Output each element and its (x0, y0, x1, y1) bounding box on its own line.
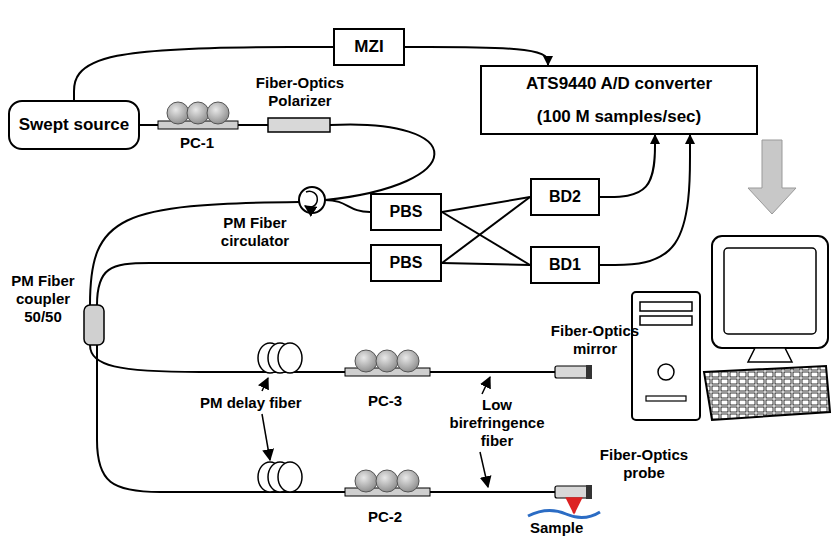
component-label: Fiber-Optics mirror (545, 322, 645, 358)
controller-paddle (397, 470, 419, 492)
box-text: PBS (390, 254, 423, 272)
fiber-connector (405, 47, 548, 65)
fiber-connector (600, 135, 655, 197)
detector-box: BD2 (530, 178, 600, 216)
fiber (97, 263, 370, 305)
beam-splitter-box: PBS (370, 244, 442, 282)
component-label: PC-2 (368, 508, 402, 526)
monitor-stand (748, 348, 792, 362)
component-label: Fiber-Optics Polarizer (250, 74, 350, 110)
probe-lens (586, 485, 592, 499)
fiber-connector (442, 197, 530, 212)
mirror-body (555, 366, 589, 378)
probe-body (555, 486, 589, 498)
leader-arrow (482, 377, 490, 394)
fiber (97, 345, 555, 492)
sample-surface (528, 510, 600, 517)
fiber (90, 202, 299, 305)
component-label: Low birefringence fiber (444, 396, 550, 450)
mirror-face (586, 365, 592, 379)
box-text: (100 M samples/sec) (537, 107, 701, 127)
box-text: BD2 (549, 188, 581, 206)
circulator-symbol (299, 187, 325, 213)
leader-arrow (262, 378, 268, 391)
monitor-frame (712, 236, 828, 348)
digitizer-box: ATS9440 A/D converter (100 M samples/sec) (480, 65, 758, 135)
computer-tower (632, 292, 700, 420)
drive-bay (640, 316, 692, 325)
power-button (658, 364, 674, 380)
controller-paddle (355, 350, 377, 372)
interferometer-box: MZI (333, 28, 405, 66)
drive-bay (640, 302, 692, 311)
component-label: Sample (530, 519, 583, 537)
controller-paddle (355, 470, 377, 492)
controller-paddle (376, 350, 398, 372)
leader-arrow (480, 452, 488, 487)
delay-coil (278, 343, 302, 373)
fiber-connector (600, 135, 690, 265)
beam-splitter-box: PBS (370, 193, 442, 231)
controller-paddle (397, 350, 419, 372)
fiber (325, 124, 434, 200)
coupler-body (84, 305, 104, 345)
component-label: PM Fiber coupler 50/50 (4, 272, 82, 326)
leader-arrow (262, 414, 270, 460)
fiber (90, 345, 555, 372)
detector-box: BD1 (530, 246, 600, 284)
light-source-box: Swept source (8, 100, 140, 150)
fiber-connector (442, 212, 530, 265)
circulator-arrow (305, 191, 317, 207)
component-label: PM Fiber circulator (215, 214, 295, 250)
fiber-connector (442, 263, 530, 265)
controller-paddle (207, 102, 229, 124)
box-text: MZI (354, 37, 383, 57)
beam-arrow (573, 499, 576, 513)
component-label: PM delay fiber (200, 394, 302, 412)
component-label: Fiber-Optics probe (594, 446, 694, 482)
fiber (325, 200, 370, 212)
controller-paddle (376, 470, 398, 492)
data-flow-arrow (748, 140, 796, 214)
fiber-connector (442, 197, 530, 263)
keyboard (704, 366, 830, 420)
vent (646, 396, 686, 401)
box-text: Swept source (19, 115, 130, 135)
controller-paddle (187, 102, 209, 124)
controller-paddle (167, 102, 189, 124)
monitor-screen (724, 248, 816, 334)
component-label: PC-1 (180, 134, 214, 152)
box-text: PBS (390, 203, 423, 221)
delay-coil (278, 462, 302, 492)
component-label: PC-3 (368, 392, 402, 410)
box-text: BD1 (549, 256, 581, 274)
polarizer-body (268, 118, 330, 132)
box-text: ATS9440 A/D converter (526, 74, 712, 94)
